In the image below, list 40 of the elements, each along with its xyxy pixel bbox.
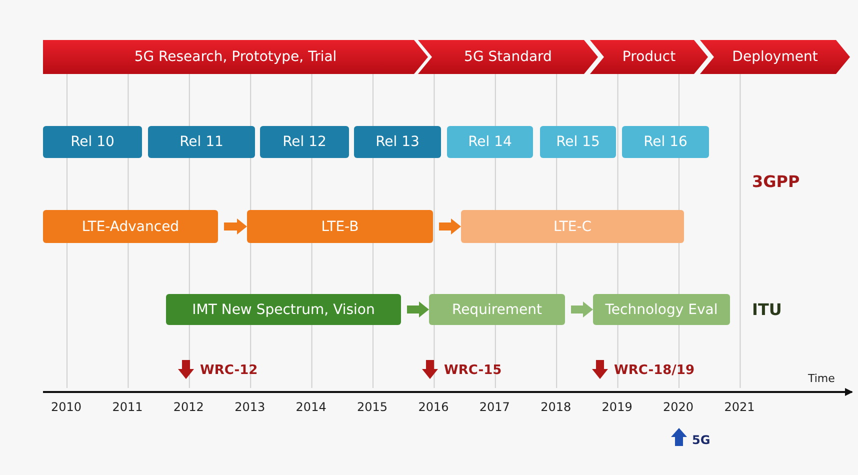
axis-label: Time [808,372,835,385]
stage-box: LTE-Advanced [43,210,218,243]
release-box: Rel 16 [622,126,709,158]
year-label: 2021 [724,400,755,414]
event-label: WRC-18/19 [614,363,695,378]
year-label: 2018 [540,400,572,414]
phase-banner: 5G Standard [418,40,598,74]
year-label: 2014 [296,400,326,414]
year-label: 2010 [51,400,82,414]
stage-box: LTE-C [461,210,684,243]
standard-body-label: ITU [752,300,782,319]
year-label: 2011 [112,400,143,414]
release-box: Rel 15 [540,126,616,158]
release-box: Rel 12 [260,126,349,158]
release-box: Rel 10 [43,126,142,158]
year-label: 2020 [663,400,694,414]
arrow [571,302,593,318]
stage-box: Technology Eval [593,294,730,325]
arrow [407,302,429,318]
event-label: WRC-12 [200,363,258,378]
event-label: 5G [692,433,710,447]
release-box: Rel 11 [148,126,255,158]
year-label: 2013 [234,400,266,414]
year-label: 2019 [602,400,632,414]
year-label: 2015 [357,400,388,414]
year-label: 2017 [479,400,510,414]
arrow [224,218,247,234]
year-label: 2016 [418,400,449,414]
stage-box: IMT New Spectrum, Vision [166,294,401,325]
phase-banner: 5G Research, Prototype, Trial [43,40,428,74]
standard-body-label: 3GPP [752,172,800,191]
year-label: 2012 [173,400,204,414]
release-box: Rel 14 [447,126,533,158]
arrow [439,218,461,234]
stage-box: Requirement [429,294,565,325]
phase-banner: Product [590,40,708,74]
phase-banner: Deployment [700,40,850,74]
event-label: WRC-15 [444,363,502,378]
stage-box: LTE-B [247,210,433,243]
release-box: Rel 13 [354,126,441,158]
